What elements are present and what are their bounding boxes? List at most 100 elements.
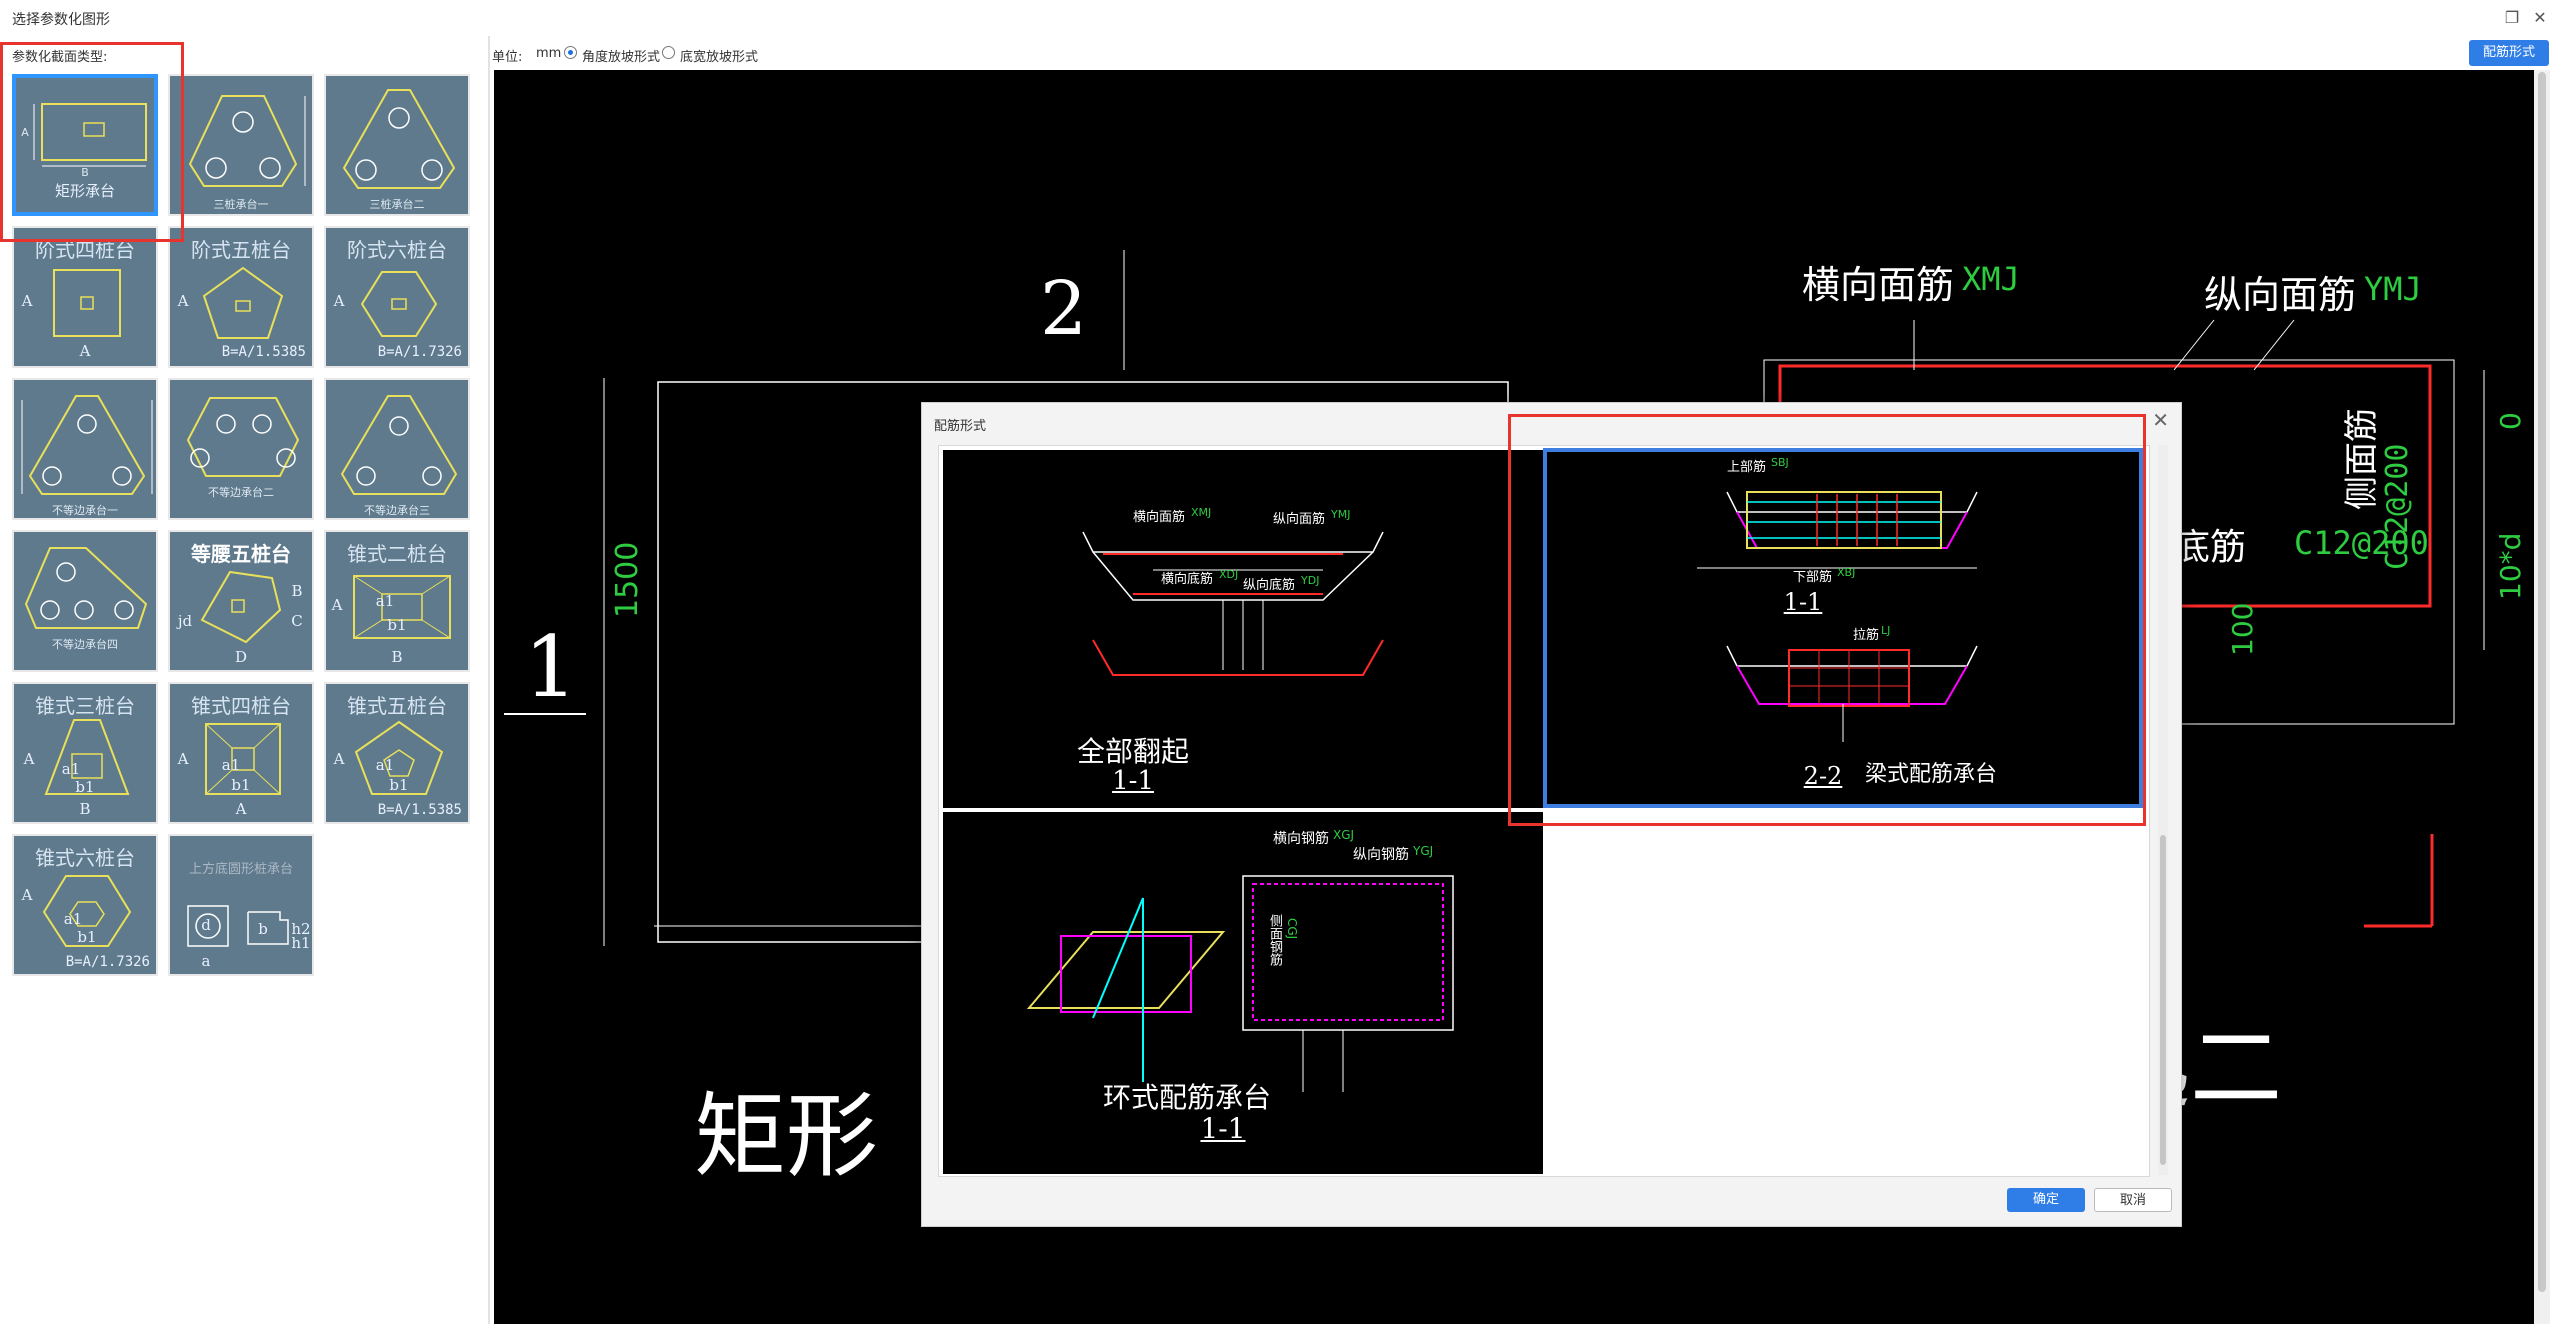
dim-jd-label: jd [177, 612, 193, 630]
thumb-title: 锥式四桩台 [191, 694, 291, 718]
thumb-title: 阶式四桩台 [35, 238, 135, 262]
canvas-side-label: 侧面筋 [2342, 408, 2382, 510]
opt2-lj-code: LJ [1881, 624, 1891, 637]
thumb-cone-six[interactable]: 锥式六桩台 A a1 b1 B=A/1.7326 [12, 834, 158, 976]
canvas-bottom-code: C12@200 [2294, 524, 2429, 562]
canvas-dim-100: 100 [2226, 602, 2259, 656]
unit-label: 单位: [492, 50, 523, 65]
thumb-cone-four[interactable]: 锥式四桩台 A a1 b1 A [168, 682, 314, 824]
restore-icon[interactable]: ❐ [2504, 8, 2520, 27]
canvas-scroll-thumb[interactable] [2538, 72, 2546, 1292]
close-icon[interactable]: ✕ [2533, 8, 2547, 27]
thumb-title: 锥式二桩台 [347, 542, 447, 566]
dim-a-label: A [177, 292, 189, 310]
thumb-caption: B [391, 648, 403, 666]
dim-a1-label: a1 [375, 756, 395, 774]
thumb-unequal-3[interactable]: 不等边承台三 [324, 378, 470, 520]
cone-five-drawing [354, 720, 444, 795]
thumb-title: 锥式三桩台 [35, 694, 135, 718]
canvas-xmj-label: 横向面筋 [1802, 263, 1955, 307]
dialog-scroll-thumb[interactable] [2160, 835, 2166, 1165]
canvas-scrollbar[interactable] [2534, 70, 2550, 1324]
opt1-xmj-label: 横向面筋 [1133, 510, 1186, 525]
dim-a1-label: a1 [61, 760, 81, 778]
thumb-unequal-4[interactable]: 不等边承台四 [12, 530, 158, 672]
option-all-bent-up[interactable]: 横向面筋 XMJ 纵向面筋 YMJ 横向底筋 XDJ 纵向底筋 YDJ 全部翻起… [943, 450, 1543, 808]
radio-angle-slope-label[interactable]: 角度放坡形式 [582, 50, 661, 65]
opt3-cmj-label: 侧面钢筋 [1267, 914, 1282, 966]
dialog-scrollbar[interactable] [2158, 445, 2168, 1175]
dim-a1-label: a1 [375, 592, 395, 610]
thumb-unequal-1[interactable]: 不等边承台一 [12, 378, 158, 520]
option-beam-style[interactable]: 上部筋 SBJ 下部筋 XBJ 1-1 拉筋 LJ 2-2 梁式配筋承台 [1543, 448, 2143, 808]
option-ring-style[interactable]: 横向钢筋 XGJ 纵向钢筋 YGJ 侧面钢筋 CGJ 环式配筋承台 1-1 [943, 812, 1543, 1174]
ok-button[interactable]: 确定 [2007, 1188, 2085, 1212]
radio-width-slope-label[interactable]: 底宽放坡形式 [680, 50, 759, 65]
radio-width-slope[interactable] [662, 46, 675, 59]
canvas-title-rect: 矩形 [694, 1083, 879, 1190]
thumb-three-pile-1[interactable]: 三桩承台一 [168, 74, 314, 216]
thumb-stepped-six[interactable]: 阶式六桩台 A B=A/1.7326 [324, 226, 470, 368]
thumb-caption: 不等边承台四 [52, 638, 118, 651]
canvas-label-1: 1 [524, 618, 578, 716]
thumb-unequal-2[interactable]: 不等边承台二 [168, 378, 314, 520]
dialog-title: 配筋形式 [934, 419, 987, 434]
thumb-caption: a [201, 952, 211, 970]
thumb-cone-five[interactable]: 锥式五桩台 A a1 b1 B=A/1.5385 [324, 682, 470, 824]
opt2-sbj-code: SBJ [1771, 456, 1789, 469]
rebar-form-button[interactable]: 配筋形式 [2469, 40, 2549, 66]
thumb-caption: B=A/1.5385 [221, 344, 306, 360]
thumb-title: 锥式五桩台 [347, 694, 447, 718]
opt1-xmj-code: XMJ [1191, 506, 1212, 519]
dim-a-label: A [21, 292, 33, 310]
thumb-round-pile-cap[interactable]: 上方底圆形桩承台 d b h2 h1 a [168, 834, 314, 976]
thumb-isosceles-five[interactable]: 等腰五桩台 jd B C D [168, 530, 314, 672]
section-type-label: 参数化截面类型: [12, 50, 108, 65]
opt3-caption: 环式配筋承台 [1103, 1081, 1272, 1114]
stepped-five-drawing [202, 266, 284, 339]
unequal-3-drawing [340, 395, 458, 495]
thumb-stepped-five[interactable]: 阶式五桩台 A B=A/1.5385 [168, 226, 314, 368]
dim-d-label: d [201, 916, 211, 934]
opt3-ygj-code: YGJ [1413, 844, 1434, 858]
radio-angle-slope[interactable] [564, 46, 577, 59]
opt1-ymj-code: YMJ [1331, 508, 1351, 521]
dim-a-label: A [21, 126, 29, 139]
three-pile-drawing [342, 89, 456, 189]
all-bent-up-drawing [1082, 531, 1384, 676]
canvas-label-2: 2 [1040, 266, 1088, 352]
dim-b1-label: b1 [387, 616, 407, 634]
dialog-close-icon[interactable]: ✕ [2152, 408, 2169, 432]
opt1-section: 1-1 [1112, 766, 1154, 796]
dim-a1-label: a1 [221, 756, 241, 774]
rect-cap-drawing [33, 103, 147, 167]
dim-b1-label: b1 [75, 778, 95, 796]
thumb-rect-cap[interactable]: A B 矩形承台 [12, 74, 158, 216]
thumb-caption: A [235, 800, 247, 818]
ring-style-drawing [1026, 875, 1454, 1092]
cancel-button[interactable]: 取消 [2094, 1188, 2172, 1212]
canvas-ymj-label: 纵向面筋 [2204, 273, 2357, 317]
opt3-xgj-code: XGJ [1333, 828, 1355, 842]
thumb-cone-two[interactable]: 锥式二桩台 A a1 b1 B [324, 530, 470, 672]
thumb-stepped-four[interactable]: 阶式四桩台 A A [12, 226, 158, 368]
cone-two-drawing [353, 575, 451, 639]
thumb-caption: 矩形承台 [54, 182, 115, 200]
thumb-three-pile-2[interactable]: 三桩承台二 [324, 74, 470, 216]
cone-three-drawing [44, 719, 130, 795]
canvas-ymj-code: YMJ [2364, 270, 2422, 308]
thumb-title: 等腰五桩台 [191, 542, 291, 566]
dim-a-label: A [177, 750, 189, 768]
opt3-ygj-label: 纵向钢筋 [1353, 847, 1409, 863]
rebar-form-dialog: 配筋形式 ✕ 横向面筋 XMJ 纵向面筋 YMJ 横向底筋 XDJ 纵向底筋 Y [921, 402, 2182, 1227]
opt2-section-1: 1-1 [1783, 588, 1823, 616]
thumb-cone-three[interactable]: 锥式三桩台 A a1 b1 B [12, 682, 158, 824]
dim-b1-label: b1 [231, 776, 251, 794]
thumb-caption: B=A/1.7326 [377, 344, 462, 360]
dim-b-label: B [291, 582, 303, 600]
dim-h2-label: h2 [291, 920, 311, 938]
dim-a1-label: a1 [63, 910, 83, 928]
dim-b1-label: b1 [77, 928, 97, 946]
opt2-xbj-code: XBJ [1837, 566, 1856, 579]
opt1-xdj-code: XDJ [1219, 568, 1239, 581]
